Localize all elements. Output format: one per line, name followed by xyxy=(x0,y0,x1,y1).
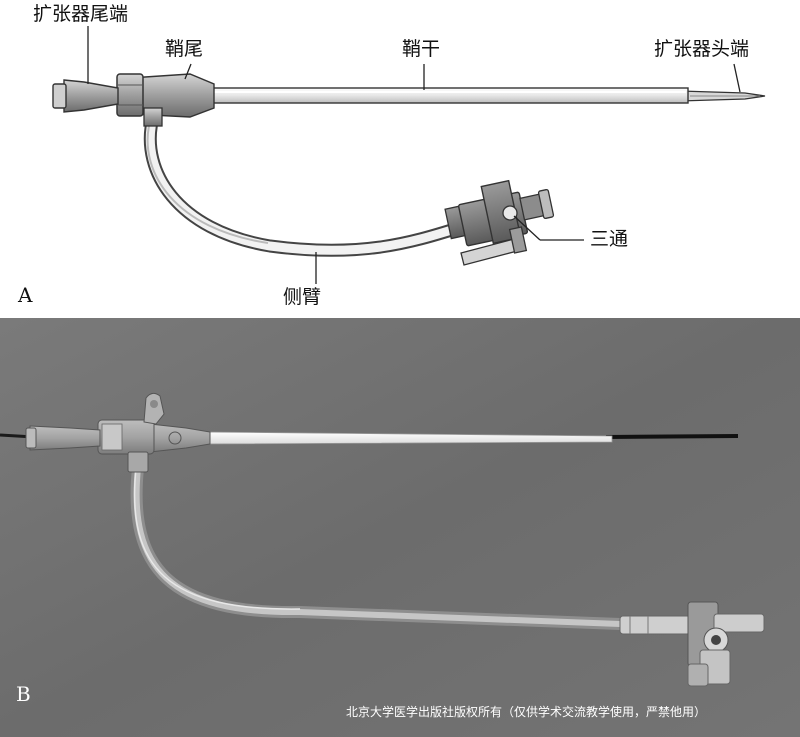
panel-letter-a: A xyxy=(18,283,33,307)
leader-lines xyxy=(87,26,741,284)
label-dilator-tail: 扩张器尾端 xyxy=(33,3,129,25)
copyright-notice: 北京大学医学出版社版权所有（仅供学术交流教学使用，严禁他用） xyxy=(346,705,707,719)
photo-dilator-hub xyxy=(29,425,101,451)
panel-b-photo: B 北京大学医学出版社版权所有（仅供学术交流教学使用，严禁他用） xyxy=(0,318,800,737)
side-port-stub xyxy=(143,107,163,127)
sheath-tail-collar xyxy=(116,73,144,117)
panel-letter-b: B xyxy=(16,682,31,706)
dilator-hub-funnel xyxy=(63,79,119,113)
photo-side-connector xyxy=(127,451,149,473)
photo-suture-tab xyxy=(143,392,165,425)
dilator-hub-cap xyxy=(52,83,67,109)
sheath-diagram xyxy=(52,26,766,284)
three-way-stopcock xyxy=(444,179,555,266)
label-dilator-tip: 扩张器头端 xyxy=(654,38,750,60)
dilator-tip xyxy=(679,90,766,102)
side-arm-tube xyxy=(143,115,465,257)
label-sheath-shaft: 鞘干 xyxy=(402,38,441,60)
label-side-arm: 侧臂 xyxy=(283,286,322,308)
sheath-shaft xyxy=(205,87,689,104)
photo-stopcock xyxy=(619,601,765,687)
sheath-photo xyxy=(0,318,800,737)
panel-a: 扩张器尾端 鞘尾 鞘干 扩张器头端 三通 侧臂 A xyxy=(0,0,800,318)
photo-side-tube xyxy=(130,467,621,630)
dilator-tip-black xyxy=(605,434,739,439)
label-sheath-tail: 鞘尾 xyxy=(165,38,204,60)
label-three-way: 三通 xyxy=(590,228,629,250)
